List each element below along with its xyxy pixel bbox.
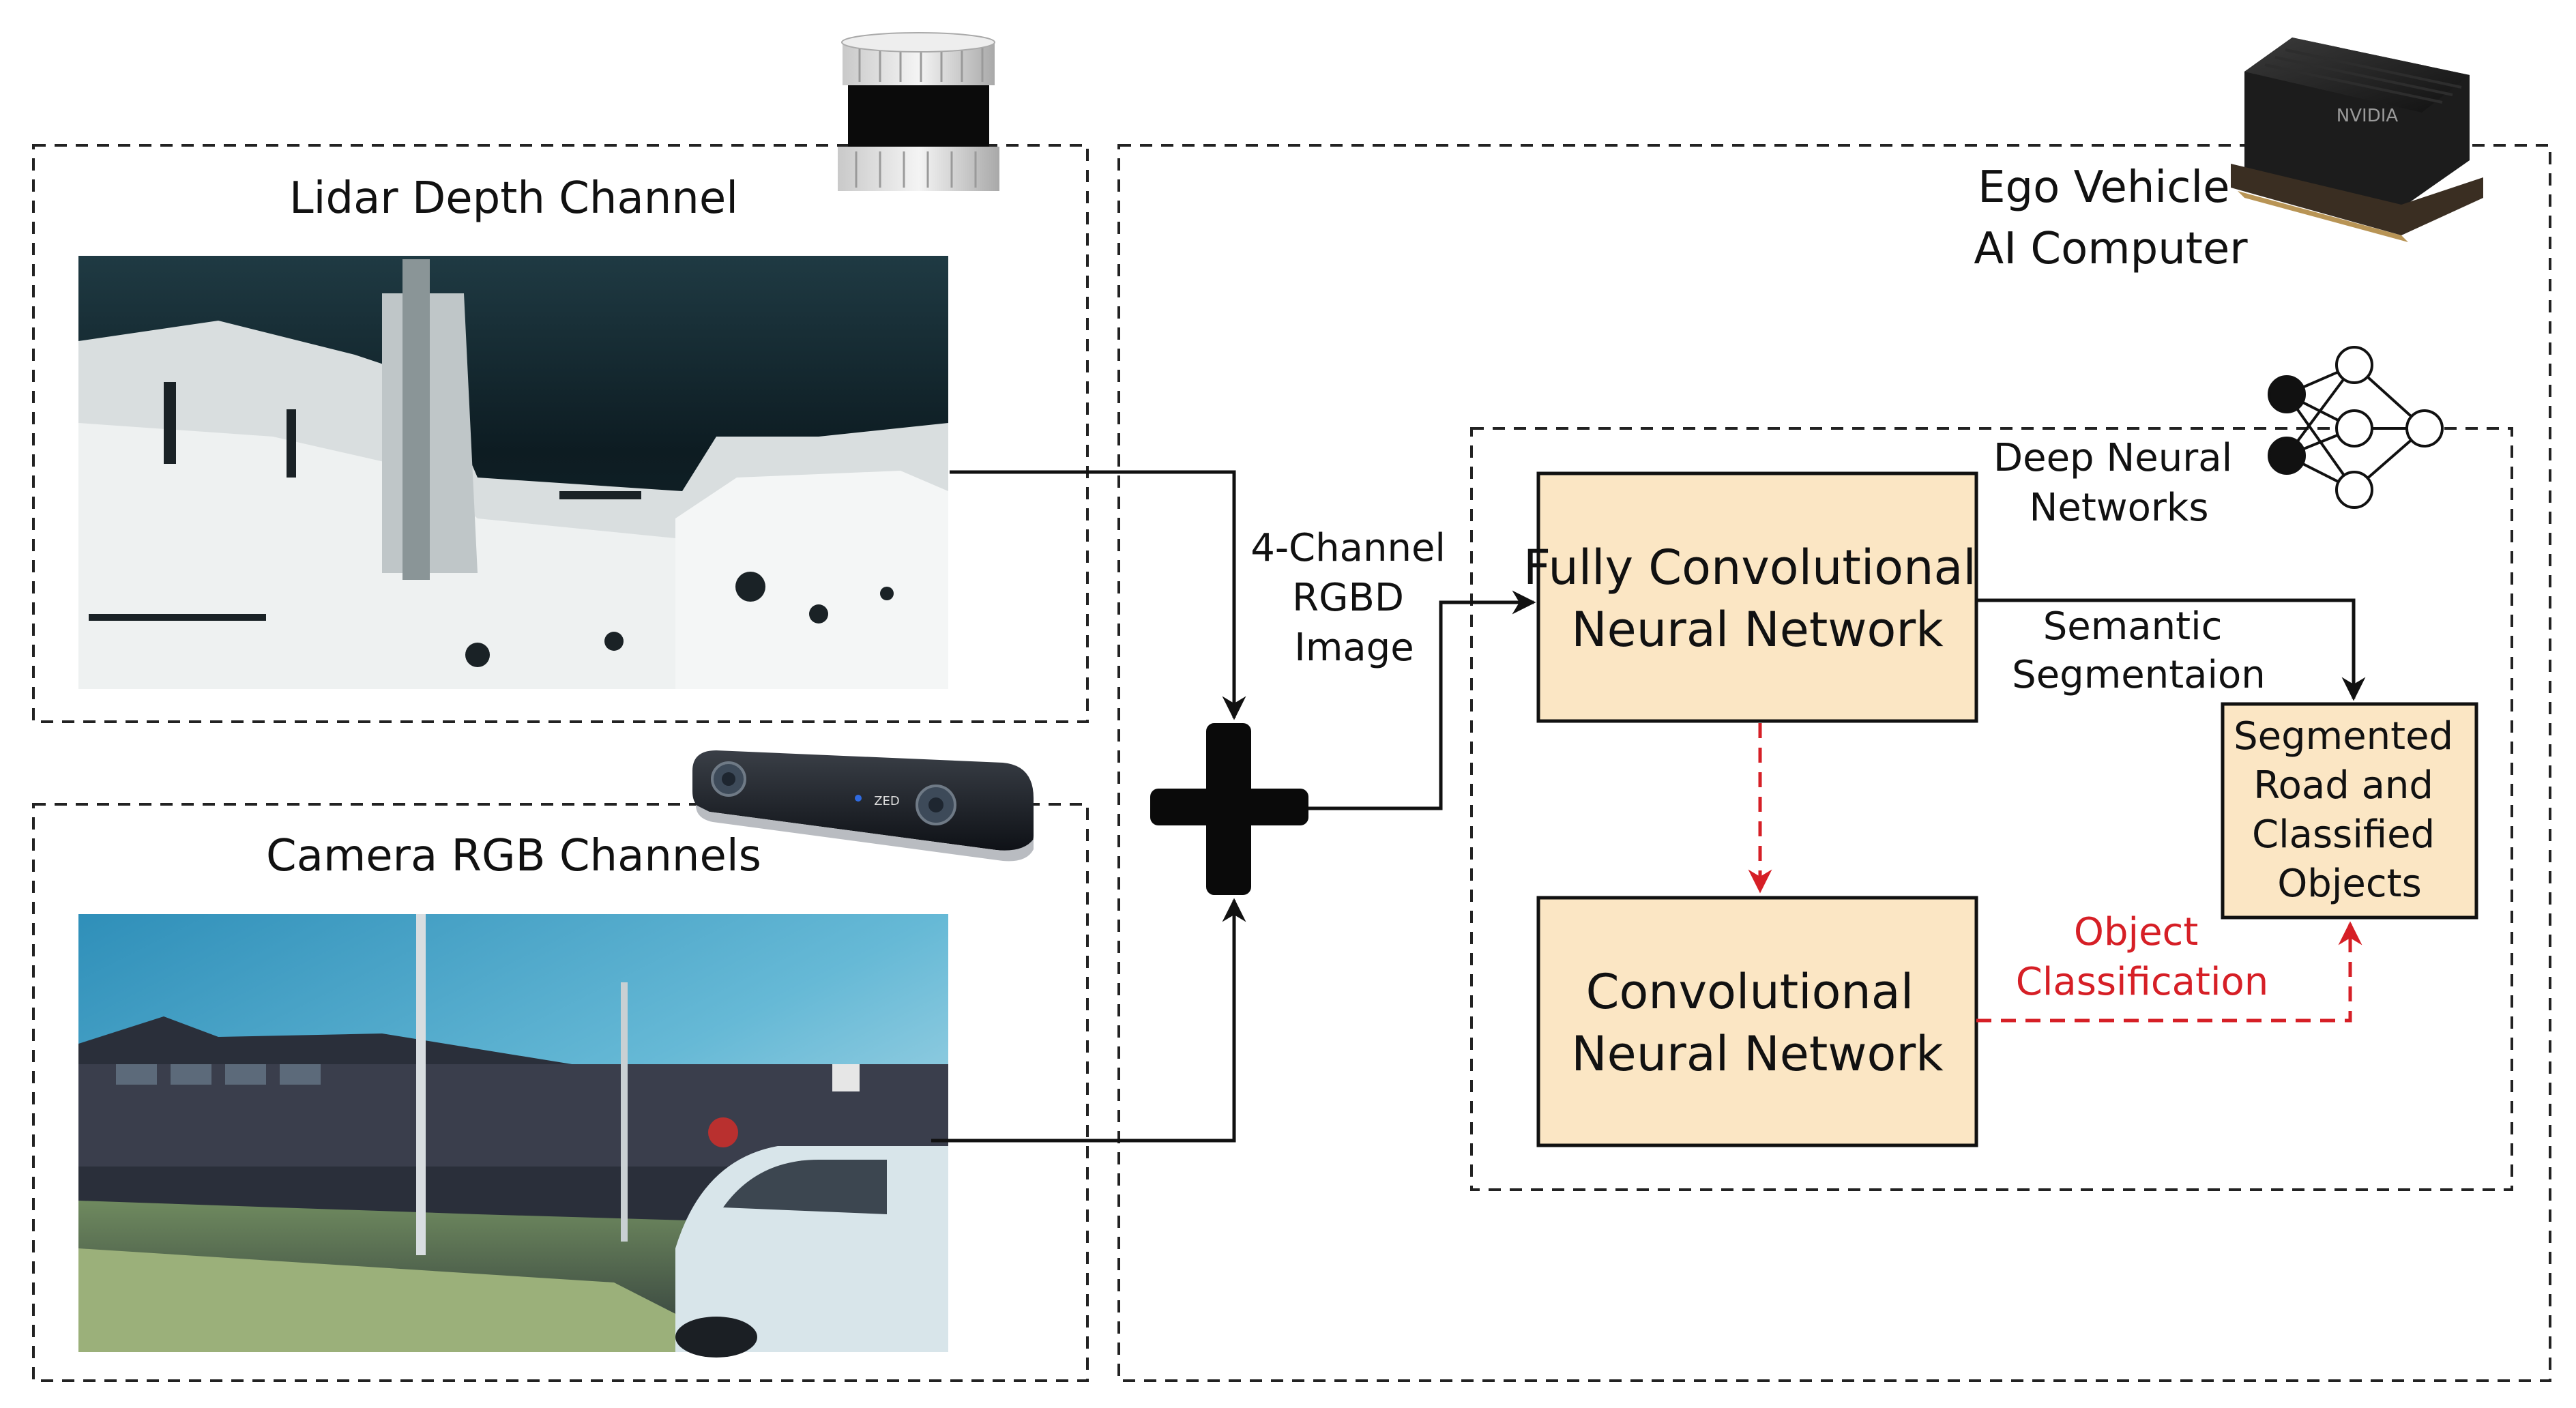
fusion-label-line-1: 4-Channel [1250, 526, 1446, 570]
ego-title-line-1: Ego Vehicle [1978, 162, 2229, 213]
dnn-panel-title: Deep Neural Networks [1993, 436, 2244, 530]
fusion-to-fcn-arrow [1308, 590, 1536, 810]
segmentation-line-1: Semantic [2043, 604, 2223, 649]
fusion-label: 4-Channel RGBD Image [1250, 526, 1458, 670]
ego-title-line-2: AI Computer [1974, 224, 2248, 274]
dnn-title-line-2: Networks [2030, 486, 2209, 530]
lidar-sensor-icon [838, 32, 999, 191]
camera-brand-text: ZED [874, 794, 900, 808]
ai-computer-module-icon: NVIDIA [2231, 38, 2483, 242]
ego-panel-title: Ego Vehicle AI Computer [1974, 162, 2248, 274]
segmentation-label: Semantic Segmentaion [2012, 604, 2266, 697]
output-line-2: Road and [2253, 763, 2433, 808]
cnn-box-label: Convolutional Neural Network [1571, 964, 1944, 1082]
camera-panel-title: Camera RGB Channels [266, 831, 761, 881]
cnn-to-output-arrow [1976, 921, 2362, 1023]
fcn-box-label: Fully Convolutional Neural Network [1523, 540, 1991, 658]
classification-line-2: Classification [2016, 960, 2269, 1004]
cnn-box [1536, 896, 1978, 1147]
fcn-to-output-arrow [1976, 598, 2366, 701]
dnn-panel [1470, 427, 2513, 1191]
output-line-4: Objects [2277, 862, 2422, 906]
camera-panel [32, 803, 1089, 1382]
segmentation-line-2: Segmentaion [2012, 653, 2266, 697]
lidar-to-fusion-arrow [950, 470, 1246, 720]
camera-to-fusion-arrow [931, 898, 1246, 1143]
dnn-title-line-1: Deep Neural [1993, 436, 2232, 480]
fcn-line-2: Neural Network [1571, 602, 1944, 658]
output-line-1: Segmented [2234, 714, 2453, 759]
plus-icon [1150, 723, 1308, 895]
camera-rgb-image [78, 914, 948, 1358]
neural-network-icon [2268, 346, 2444, 509]
fcn-line-1: Fully Convolutional [1523, 540, 1976, 596]
cnn-line-1: Convolutional [1586, 964, 1914, 1020]
lidar-panel [32, 144, 1089, 723]
ai-computer-brand-text: NVIDIA [2337, 106, 2399, 126]
output-line-3: Classified [2252, 812, 2435, 857]
stereo-camera-icon: ZED [692, 750, 1034, 862]
lidar-panel-title: Lidar Depth Channel [289, 173, 738, 224]
output-box [2221, 702, 2478, 920]
output-box-label: Segmented Road and Classified Objects [2234, 714, 2465, 906]
fusion-label-line-2: RGBD [1292, 576, 1404, 620]
fusion-label-line-3: Image [1294, 626, 1414, 670]
classification-label: Object Classification [2016, 910, 2269, 1004]
fcn-box [1536, 471, 1978, 723]
cnn-line-2: Neural Network [1571, 1026, 1944, 1082]
lidar-depth-image [78, 256, 948, 689]
classification-line-1: Object [2074, 910, 2198, 954]
